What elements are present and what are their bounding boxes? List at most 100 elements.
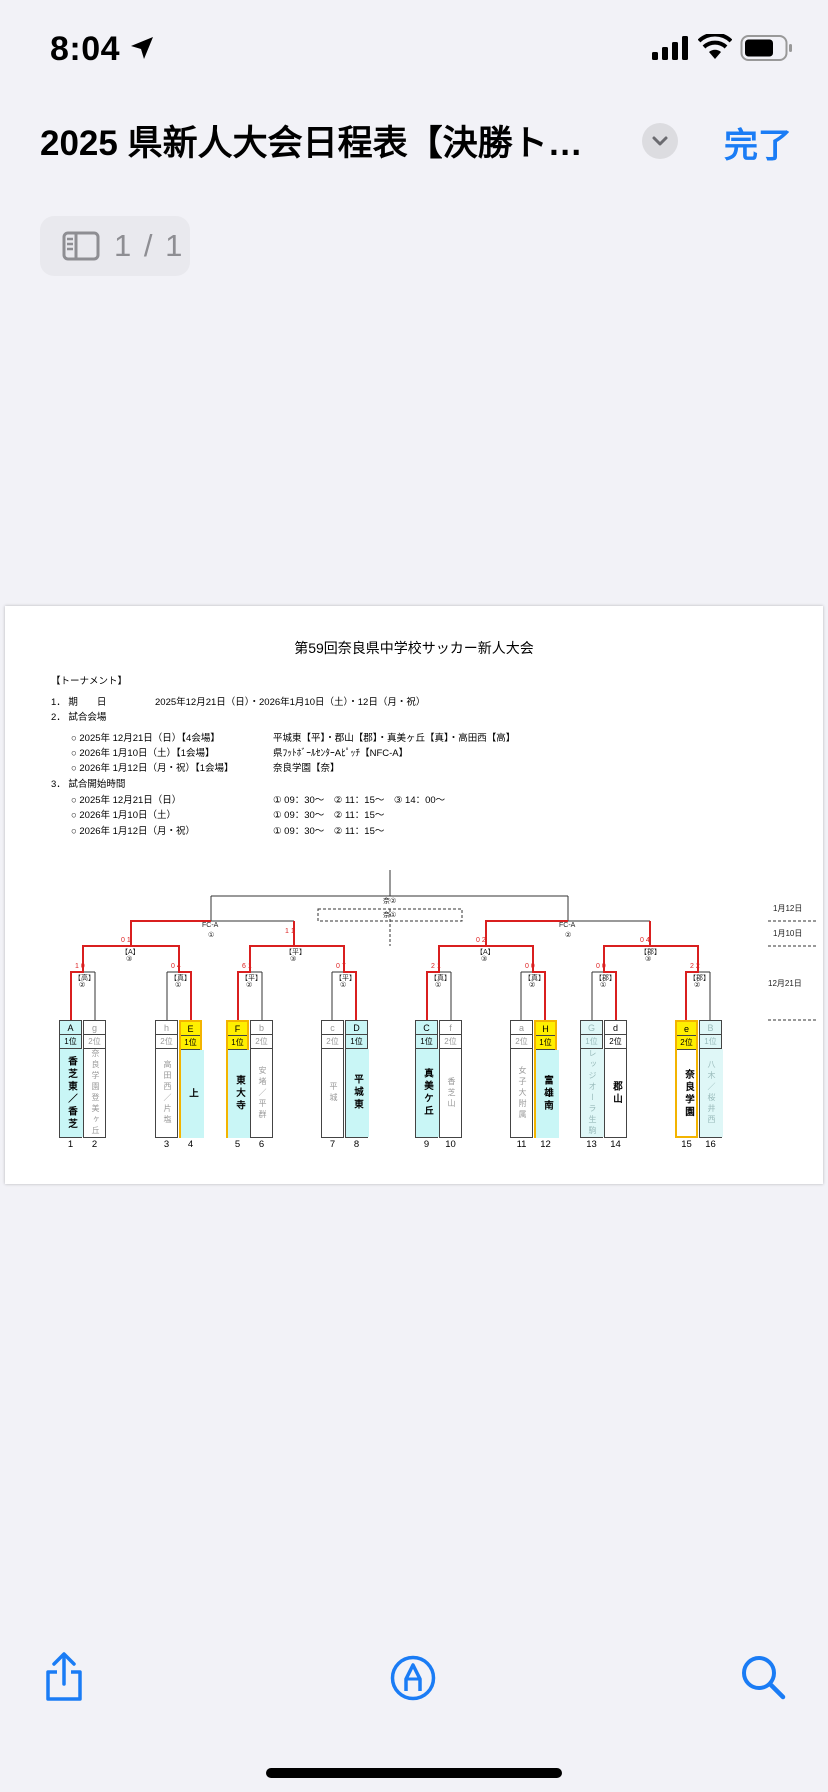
qf-score: 0 2 — [476, 937, 486, 944]
qf-venue: 【A】 — [121, 949, 140, 956]
team-number: 9 — [423, 1139, 430, 1150]
team-rank: 2位 — [156, 1035, 177, 1049]
team-number: 11 — [516, 1139, 527, 1150]
team-rank: 1位 — [181, 1036, 200, 1050]
team-rank: 1位 — [581, 1035, 602, 1049]
title-menu-button[interactable] — [642, 123, 678, 159]
venue-date: ○ 2026年 1月10日（土）【1会場】 — [71, 748, 215, 759]
team-name: 奈良学園 — [683, 1069, 694, 1119]
team-letter: c — [322, 1021, 343, 1035]
status-time: 8:04 — [50, 30, 121, 68]
team-name: 高田西／片塩 — [163, 1060, 172, 1126]
r1-score: 0 0 — [525, 963, 535, 970]
team-rank: 2位 — [84, 1035, 105, 1049]
status-bar: 8:04 — [0, 0, 828, 100]
team-letter: b — [251, 1021, 272, 1035]
team-rank: 2位 — [511, 1035, 532, 1049]
chevron-down-icon — [652, 136, 668, 146]
r1-venue: 【高】 — [74, 975, 95, 982]
team-number: 15 — [681, 1139, 692, 1150]
share-button[interactable] — [42, 1652, 86, 1707]
markup-pen-icon — [390, 1655, 436, 1701]
section-heading: 【トーナメント】 — [51, 676, 128, 687]
page-number: 1 / 1 — [114, 228, 185, 263]
team-rank: 2位 — [251, 1035, 272, 1049]
page-indicator[interactable]: 1 / 1 — [40, 216, 190, 276]
qf-venue: 【郡】 — [640, 949, 661, 956]
qf-slot: ③ — [126, 956, 133, 963]
r1-slot: ② — [694, 982, 701, 989]
r1-venue: 【平】 — [335, 975, 356, 982]
round-date: 1月10日 — [773, 929, 803, 938]
semi-venue: FC-A — [559, 922, 576, 929]
done-button[interactable]: 完了 — [724, 127, 792, 165]
team-name: 東大寺 — [228, 1050, 251, 1138]
period-value: 2025年12月21日（日）・2026年1月10日（土）・12日（月・祝） — [155, 697, 426, 708]
team-letter: D — [346, 1021, 367, 1035]
r1-venue: 【真】 — [524, 975, 545, 982]
team-number: 3 — [163, 1139, 170, 1150]
team-number: 10 — [445, 1139, 456, 1150]
team-letter: d — [605, 1021, 626, 1035]
qf-venue: 【A】 — [476, 949, 495, 956]
team-letter: a — [511, 1021, 532, 1035]
round-date: 12月21日 — [768, 979, 802, 988]
team-rank: 2位 — [322, 1035, 343, 1049]
team-name: 平城 — [329, 1082, 338, 1104]
team-letter: F — [228, 1022, 247, 1036]
semi-venue: FC-A — [202, 922, 219, 929]
round-date: 1月12日 — [773, 904, 803, 913]
r1-venue: 【真】 — [170, 975, 191, 982]
qf-score: 0 4 — [640, 937, 650, 944]
team-name: 奈良学園登美ヶ丘 — [91, 1049, 100, 1137]
pdf-page[interactable]: 第59回奈良県中学校サッカー新人大会 【トーナメント】 1． 期 日 2025年… — [5, 606, 823, 1184]
team-letter: g — [84, 1021, 105, 1035]
team-number: 5 — [234, 1139, 241, 1150]
battery-icon — [740, 35, 792, 61]
team-number: 13 — [586, 1139, 597, 1150]
r1-score: 1 0 — [75, 963, 85, 970]
team-number: 16 — [705, 1139, 716, 1150]
team-number: 6 — [258, 1139, 265, 1150]
team-number: 2 — [91, 1139, 98, 1150]
r1-score: 0 0 — [596, 963, 606, 970]
r1-slot: ① — [435, 982, 442, 989]
team-letter: f — [440, 1021, 461, 1035]
start-times: ① 09：30～ ② 11：15～ — [273, 826, 385, 837]
venue-place: 平城東【平】・郡山【郡】・真美ヶ丘【真】・高田西【高】 — [273, 733, 516, 744]
start-date: ○ 2026年 1月10日（土） — [71, 810, 177, 821]
r1-score: 2 1 — [431, 963, 441, 970]
team-letter: C — [416, 1021, 437, 1035]
team-name: 上 — [181, 1050, 204, 1138]
team-letter: e — [677, 1022, 696, 1036]
start-date: ○ 2025年 12月21日（日） — [71, 795, 182, 806]
team-number: 7 — [329, 1139, 336, 1150]
markup-button[interactable] — [390, 1655, 436, 1706]
search-button[interactable] — [740, 1654, 786, 1705]
team-number: 12 — [540, 1139, 551, 1150]
cellular-signal-icon — [652, 36, 688, 60]
qf-slot: ③ — [290, 956, 297, 963]
document-title: 2025 県新人大会日程表【決勝トーナ… — [40, 124, 600, 163]
qf-slot: ③ — [481, 956, 488, 963]
team-letter: B — [700, 1021, 721, 1035]
qf-score: 1 1 — [285, 928, 295, 935]
venue-date: ○ 2025年 12月21日（日）【4会場】 — [71, 733, 220, 744]
r1-score: 6 1 — [242, 963, 252, 970]
semi-slot: ② — [565, 932, 572, 939]
tournament-title: 第59回奈良県中学校サッカー新人大会 — [294, 640, 534, 656]
team-letter: h — [156, 1021, 177, 1035]
team-name: 郡山 — [611, 1080, 622, 1106]
r1-venue: 【郡】 — [595, 975, 616, 982]
r1-slot: ② — [246, 982, 253, 989]
